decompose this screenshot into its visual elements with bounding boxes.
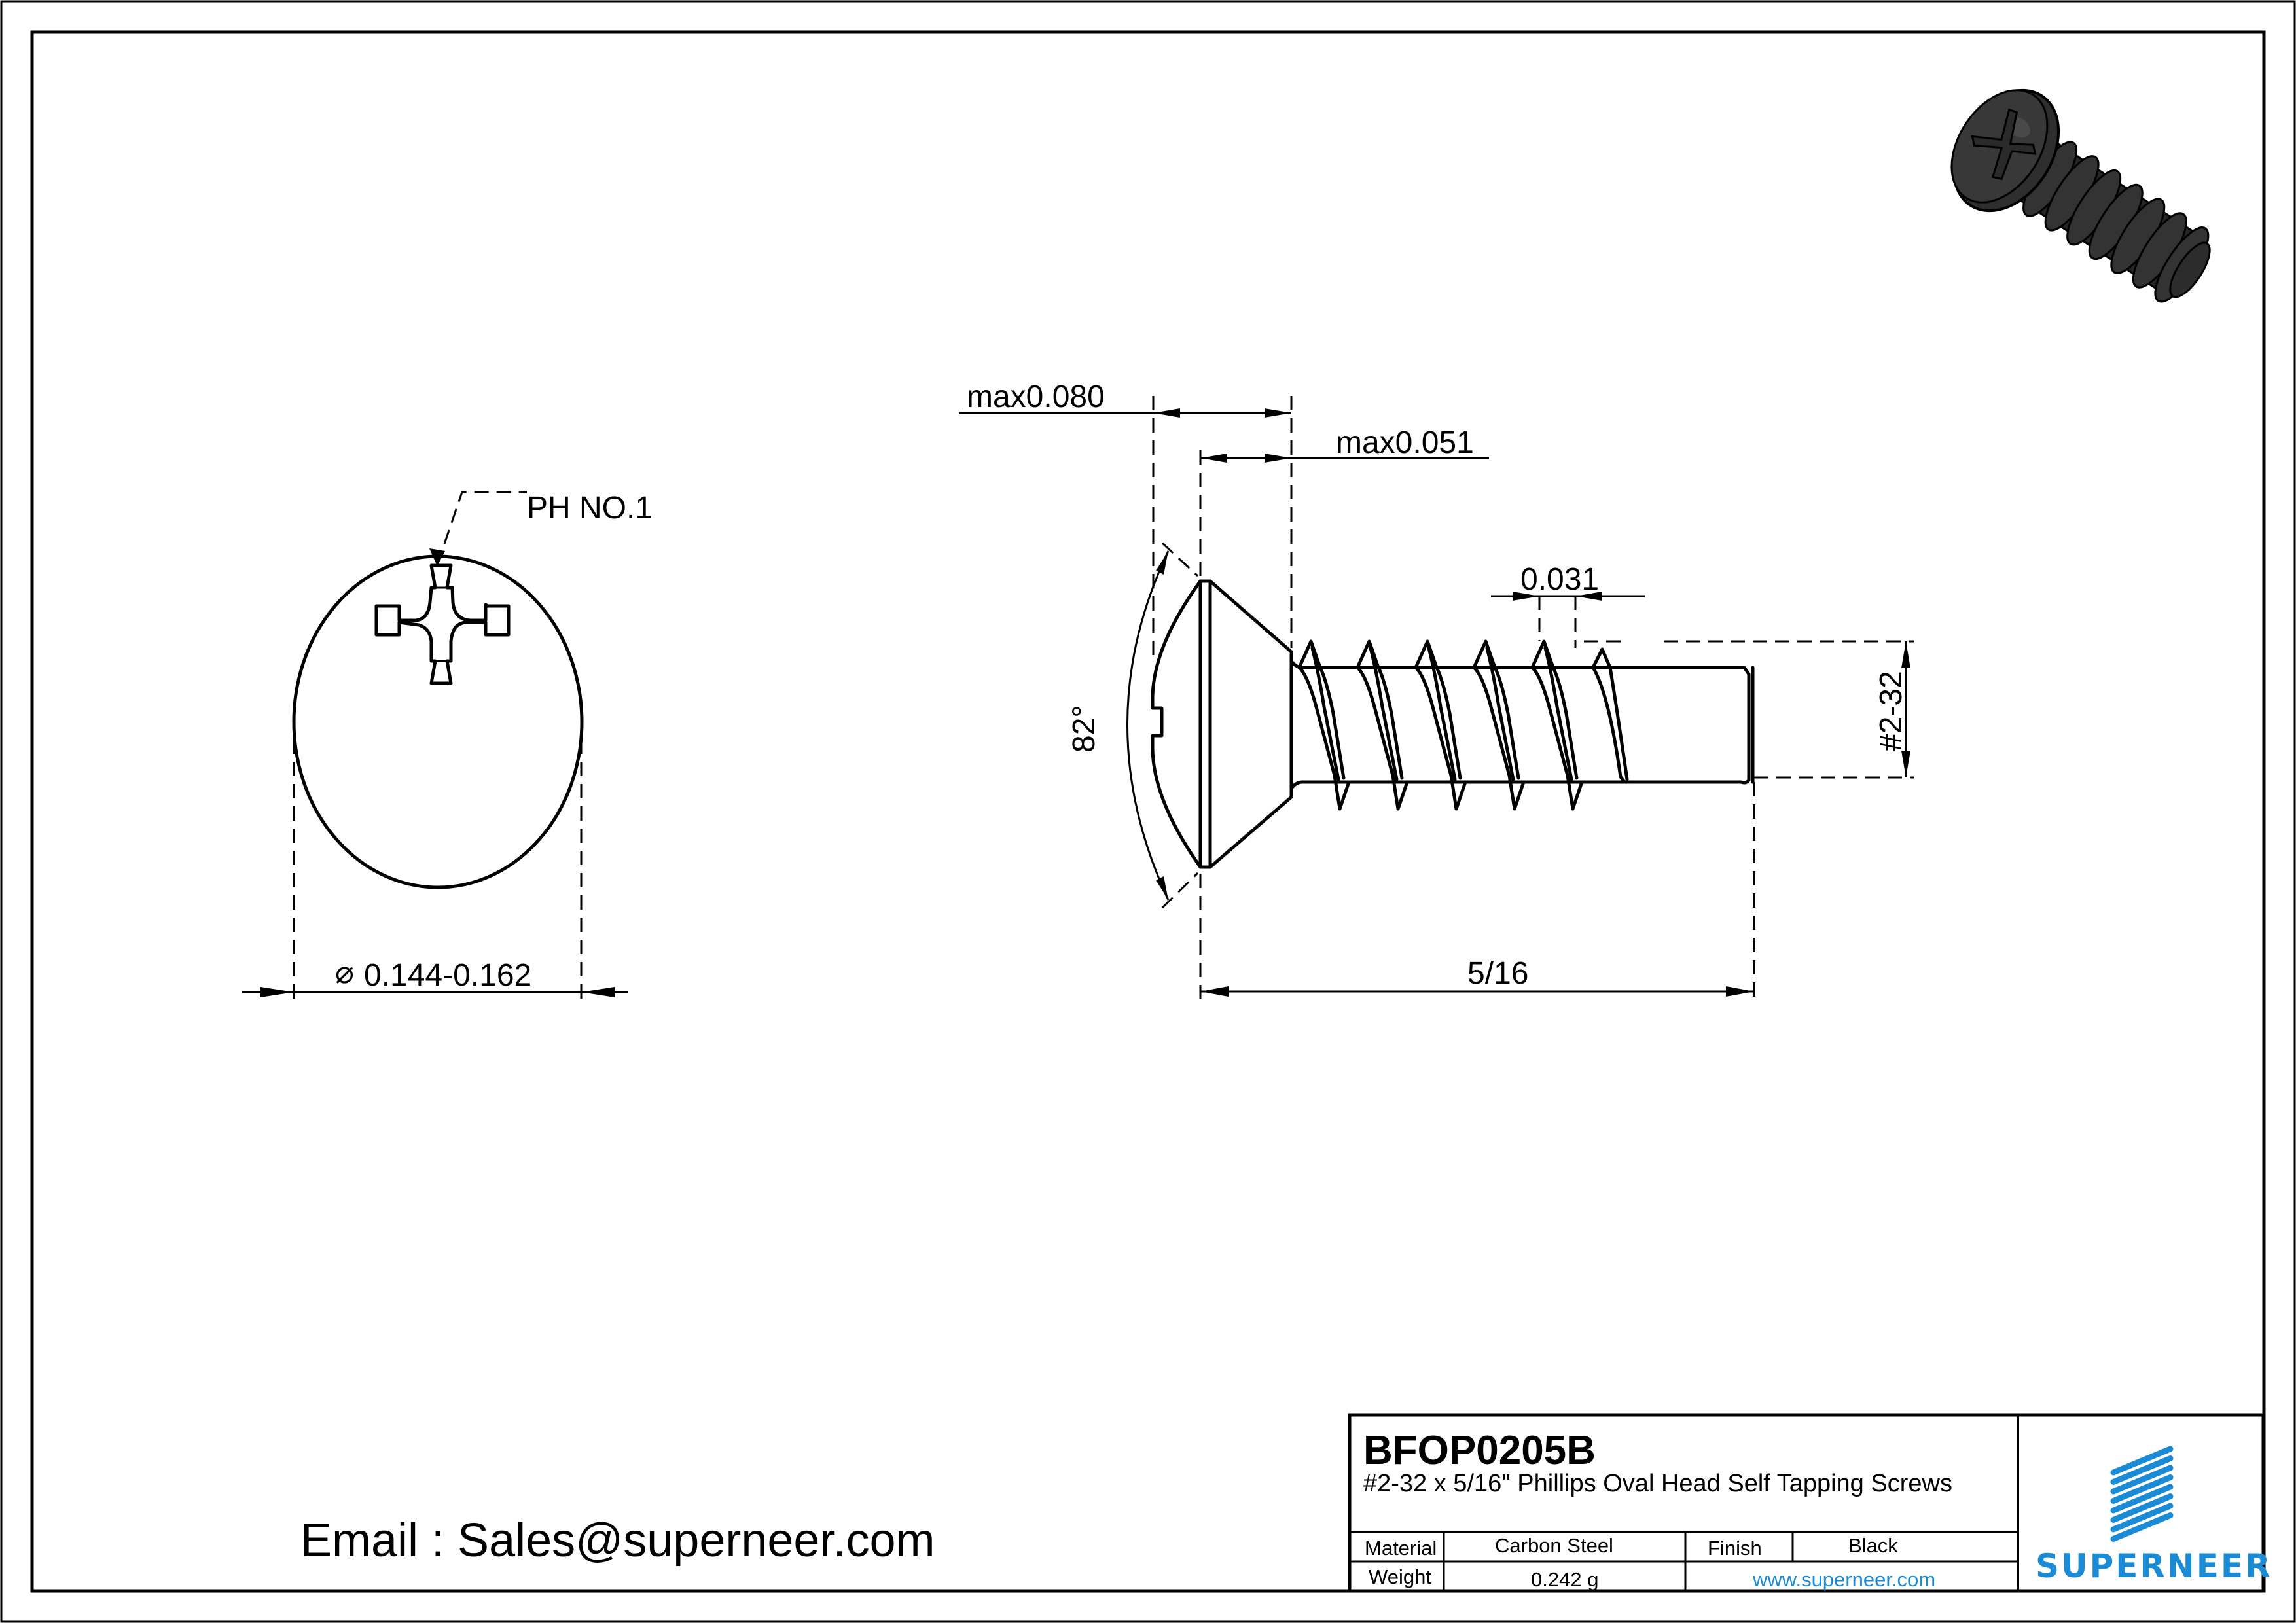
phillips-recess-icon [374,563,511,685]
inner-frame [30,30,2266,1593]
top-view: PH NO.1 ⌀ 0.144-0.162 [242,491,653,1001]
thread-crest [1355,639,1409,811]
screw-3d-render-icon [1950,88,2211,303]
logo-stripe [2110,1484,2174,1514]
part-description: #2-32 x 5/16" Phillips Oval Head Self Ta… [1363,1470,1952,1497]
title-block: BFOP0205B #2-32 x 5/16" Phillips Oval He… [1348,1413,2272,1593]
length-dimension: 5/16 [1467,956,1528,991]
website-link[interactable]: www.superneer.com [1752,1568,1935,1591]
thread-crest [1530,639,1584,811]
thread-crest [1297,639,1351,811]
finish-value: Black [1848,1534,1898,1557]
logo-stripe [2110,1512,2174,1542]
thread-size-dimension: #2-32 [1874,671,1909,751]
thread-crest [1414,639,1467,811]
head-angle-dimension: 82° [1067,705,1102,753]
pitch-dimension: 0.031 [1520,562,1599,597]
part-number: BFOP0205B [1363,1428,1596,1473]
logo-stripe [2110,1465,2174,1495]
drive-type-label: PH NO.1 [527,491,653,526]
thread-crest [1472,639,1526,811]
contact-email[interactable]: Email : Sales@superneer.com [300,1514,935,1567]
logo-stripe [2110,1493,2174,1523]
weight-label: Weight [1369,1565,1431,1588]
diameter-dimension: 0.144-0.162 [364,958,531,993]
side-view: max0.080 max0.051 82° 0.031 #2-32 [959,380,1914,1001]
weight-value: 0.242 g [1531,1568,1598,1591]
head-height-dimension: max0.080 [967,380,1105,414]
brand-logo-icon [2110,1446,2174,1542]
logo-stripe [2110,1474,2174,1504]
diameter-symbol: ⌀ [335,955,354,990]
countersink-depth-dimension: max0.051 [1336,425,1474,460]
finish-label: Finish [1708,1537,1762,1560]
logo-stripe [2110,1455,2174,1485]
material-label: Material [1365,1537,1437,1560]
brand-name: SUPERNEER [2036,1547,2272,1585]
thread-body [1289,639,1755,811]
logo-stripe [2110,1446,2174,1476]
head-outline [292,554,584,889]
logo-stripe [2110,1503,2174,1533]
material-value: Carbon Steel [1495,1534,1613,1557]
